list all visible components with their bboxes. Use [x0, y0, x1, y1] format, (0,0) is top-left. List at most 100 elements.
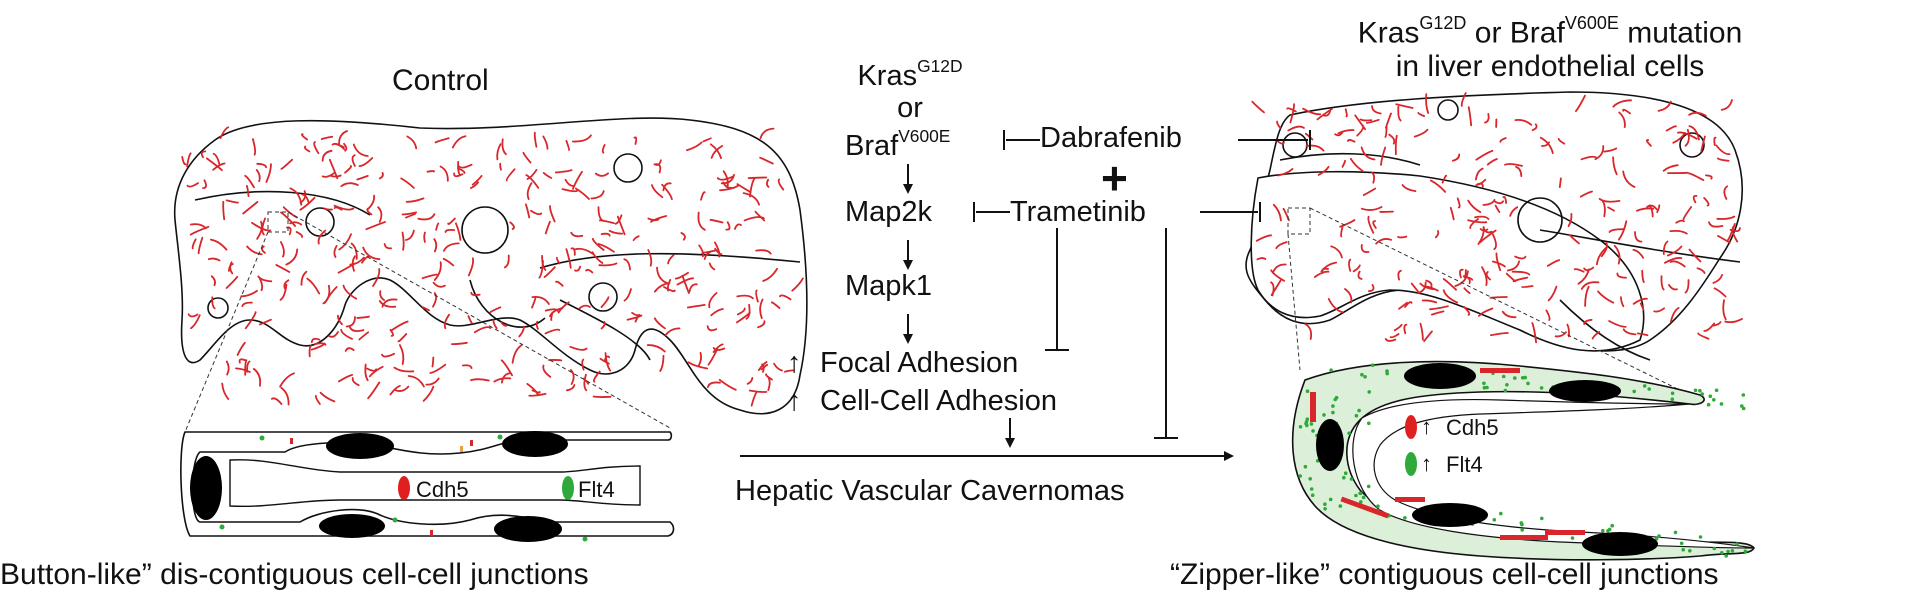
right-sinusoid [1541, 141, 1550, 147]
right-sinusoid [1305, 144, 1325, 152]
right-sinusoid [1722, 299, 1727, 321]
left-sinusoid [301, 193, 310, 205]
flt4-dot [1357, 408, 1361, 413]
flt4-dot [1606, 529, 1610, 533]
right-sinusoid [1478, 307, 1494, 317]
right-sinusoid [1255, 234, 1272, 242]
left-sinusoid [688, 283, 698, 293]
left-sinusoid [759, 127, 775, 140]
left-junction-cdh5-4 [460, 446, 463, 452]
flt4-dot [1311, 429, 1315, 433]
left-nucleus-3 [502, 431, 568, 457]
right-nucleus-2 [1549, 380, 1621, 402]
right-sinusoid [1657, 100, 1672, 112]
left-sinusoid [623, 258, 631, 271]
left-sinusoid [401, 211, 417, 216]
right-sinusoid [1705, 174, 1713, 180]
left-sinusoid [501, 372, 512, 384]
left-sinusoid [759, 156, 774, 165]
left-sinusoid [697, 211, 706, 231]
right-sinusoid [1603, 147, 1618, 153]
left-sinusoid [389, 328, 394, 337]
right-sinusoid [1618, 111, 1626, 128]
right-sinusoid [1677, 131, 1698, 140]
left-sinusoid [565, 248, 572, 269]
left-sinusoid [365, 221, 386, 231]
left-sinusoid [784, 369, 794, 373]
left-sinusoid [773, 362, 783, 372]
right-nucleus-1 [1404, 363, 1476, 389]
right-sinusoid [1360, 244, 1370, 253]
flt4-dot [1700, 392, 1704, 396]
left-sinusoid [378, 300, 397, 308]
left-sinusoid [674, 271, 689, 280]
left-sinusoid [321, 171, 336, 178]
left-sinusoid [714, 241, 721, 258]
left-sinusoid [390, 320, 409, 332]
right-sinusoid [1579, 190, 1593, 198]
left-vessel-outer [180, 431, 675, 537]
right-sinusoid [1404, 301, 1413, 308]
right-sinusoid [1612, 99, 1632, 108]
right-sinusoid [1372, 220, 1377, 229]
left-sinusoid [493, 377, 512, 383]
right-sinusoid [1486, 158, 1498, 166]
right-legend-flt4-swatch [1405, 452, 1417, 476]
left-sinusoid [647, 249, 653, 267]
right-sinusoid [1667, 245, 1683, 257]
left-sinusoid [686, 304, 706, 309]
left-sinusoid [358, 331, 370, 341]
left-sinusoid [569, 345, 588, 351]
right-sinusoid [1712, 321, 1722, 327]
flt4-dot [1354, 493, 1358, 498]
left-sinusoid [405, 213, 416, 219]
right-sinusoid [1352, 264, 1361, 273]
right-zoom-guide-2 [1309, 207, 1701, 401]
flt4-dot [1309, 422, 1314, 426]
left-sinusoid [662, 182, 672, 192]
left-sinusoid [351, 255, 356, 272]
left-sinusoid [400, 177, 415, 189]
flt4-dot [1679, 541, 1684, 546]
left-sinusoid [378, 172, 384, 180]
left-sinusoid [531, 389, 541, 394]
right-sinusoid [1289, 103, 1295, 124]
left-sinusoid [356, 315, 370, 319]
left-panel-title: Control [392, 64, 489, 97]
left-sinusoid [356, 175, 369, 181]
flt4-dot [1354, 413, 1359, 418]
flt4-dot [1693, 388, 1698, 393]
left-sinusoid [758, 361, 768, 371]
flt4-dot [1688, 549, 1692, 553]
right-sinusoid [1601, 199, 1606, 218]
left-sinusoid [544, 220, 551, 235]
right-sinusoid [1389, 333, 1400, 339]
left-sinusoid [467, 257, 474, 277]
left-sinusoid [716, 175, 735, 181]
right-sinusoid [1395, 103, 1414, 109]
right-sinusoid [1385, 112, 1392, 129]
right-title-braf: Braf [1509, 16, 1565, 50]
left-sinusoid [531, 296, 550, 305]
left-sinusoid [225, 360, 230, 376]
left-zoom-guides [184, 211, 671, 433]
left-sinusoid [256, 162, 267, 169]
right-sinusoid [1505, 272, 1517, 283]
right-sinusoid [1687, 172, 1705, 181]
right-zoom-box [1287, 207, 1311, 235]
right-sinusoid [1270, 269, 1285, 282]
flt4-dot [1376, 504, 1380, 509]
flt4-dot [1539, 386, 1544, 390]
left-sinusoid [574, 265, 582, 272]
right-sinusoid [1482, 199, 1496, 206]
left-sinusoid [319, 391, 336, 403]
left-sinusoid [616, 215, 626, 236]
left-sinusoid [401, 231, 405, 251]
right-sinusoid [1531, 123, 1538, 132]
flt4-dot [1726, 549, 1730, 554]
right-sinusoid [1371, 171, 1376, 184]
left-sinusoid [565, 140, 570, 151]
flt4-dot [1298, 425, 1303, 429]
flt4-dot [1403, 516, 1407, 520]
flt4-dot [1329, 368, 1333, 373]
